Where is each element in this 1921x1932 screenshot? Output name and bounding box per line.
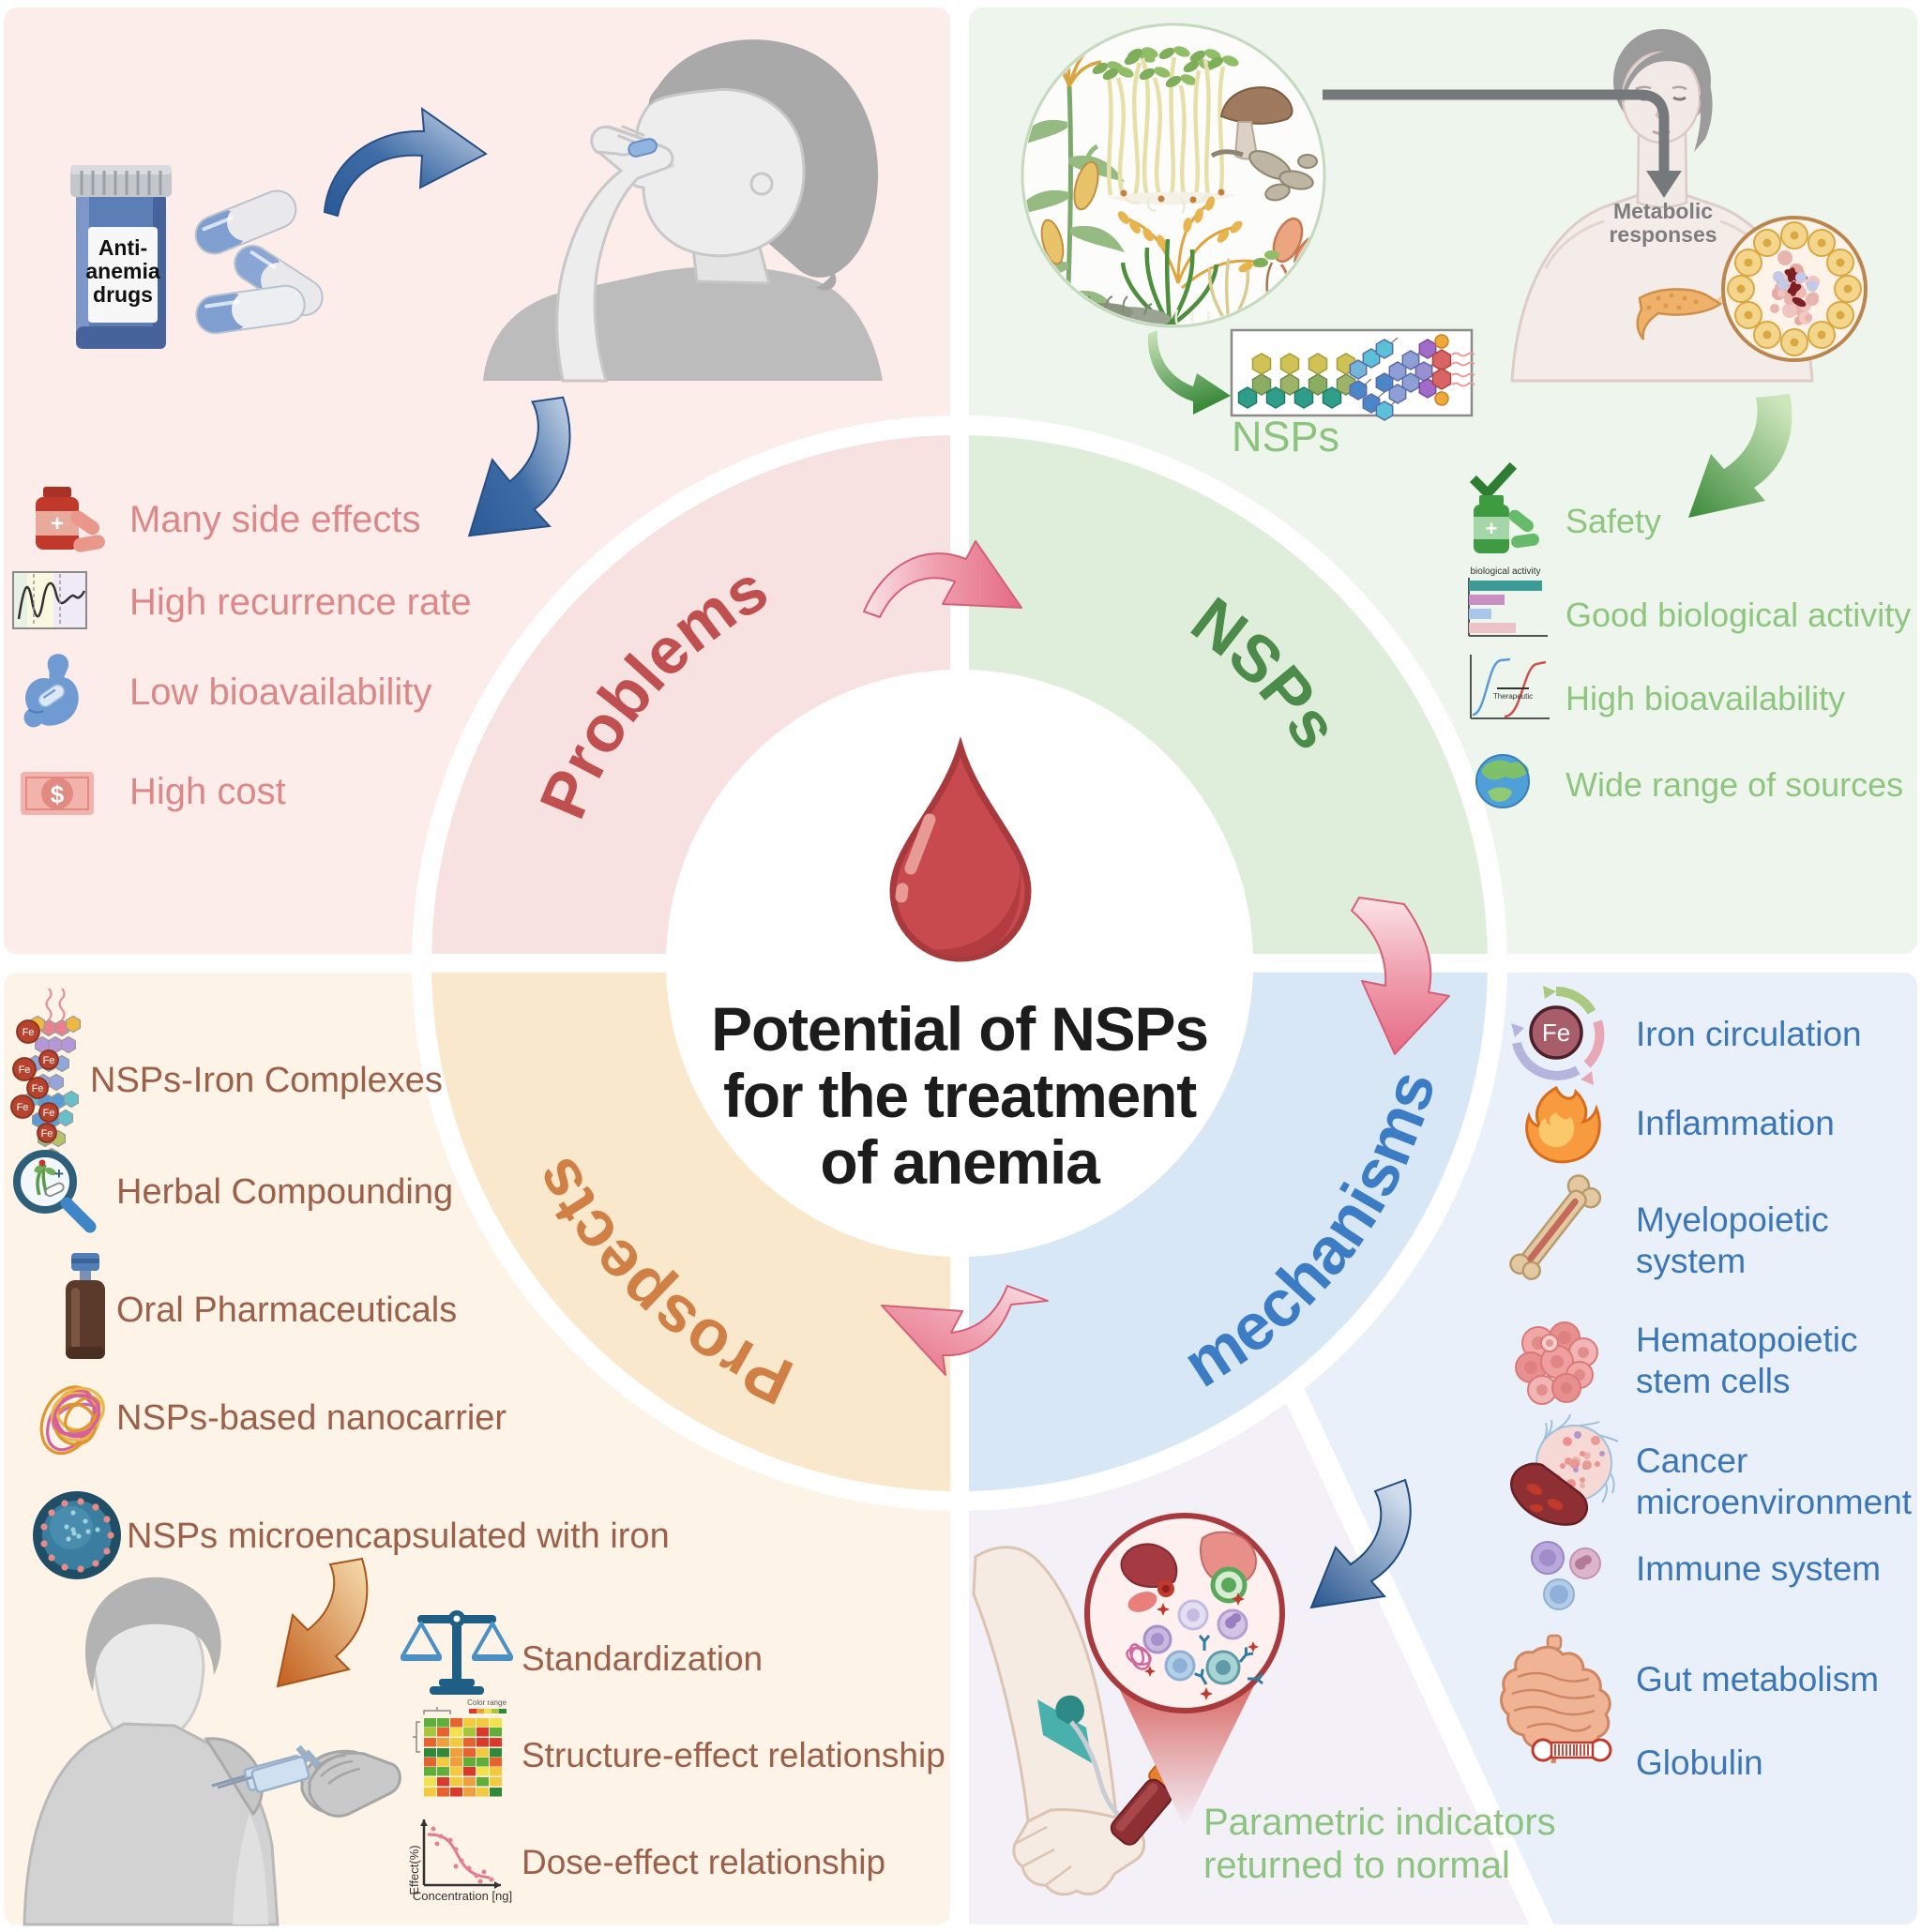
svg-text:Oral Pharmaceuticals: Oral Pharmaceuticals	[116, 1291, 457, 1330]
svg-text:NSPs microencapsulated with ir: NSPs microencapsulated with iron	[127, 1517, 670, 1556]
svg-text:High bioavailability: High bioavailability	[1566, 679, 1845, 717]
svg-text:NSPs-Iron Complexes: NSPs-Iron Complexes	[90, 1061, 443, 1100]
svg-text:Metabolic: Metabolic	[1613, 199, 1713, 223]
svg-text:Many side effects: Many side effects	[129, 499, 421, 540]
svg-text:responses: responses	[1609, 222, 1717, 247]
svg-text:Hematopoietic: Hematopoietic	[1636, 1321, 1858, 1359]
svg-text:+: +	[1486, 517, 1498, 540]
svg-text:+: +	[51, 511, 64, 536]
svg-text:NSPs: NSPs	[1232, 413, 1339, 460]
svg-text:stem cells: stem cells	[1636, 1362, 1790, 1400]
svg-text:Cancer: Cancer	[1636, 1441, 1747, 1480]
svg-text:Fe: Fe	[43, 1055, 55, 1066]
svg-text:High cost: High cost	[129, 771, 286, 812]
svg-text:Dose-effect relationship: Dose-effect relationship	[522, 1843, 885, 1881]
svg-text:Effect(%): Effect(%)	[407, 1845, 421, 1894]
svg-text:Anti-: Anti-	[98, 235, 147, 260]
svg-text:Myelopoietic: Myelopoietic	[1636, 1200, 1829, 1239]
svg-text:biological activity: biological activity	[1470, 566, 1540, 577]
svg-text:NSPs-based nanocarrier: NSPs-based nanocarrier	[116, 1398, 507, 1438]
svg-text:Fe: Fe	[43, 1108, 55, 1119]
svg-text:Wide range of sources: Wide range of sources	[1566, 765, 1903, 804]
svg-text:Fe: Fe	[17, 1102, 29, 1113]
svg-text:High recurrence rate: High recurrence rate	[129, 581, 472, 623]
svg-text:Herbal Compounding: Herbal Compounding	[116, 1172, 453, 1212]
svg-text:Therapeutic: Therapeutic	[1493, 692, 1533, 701]
svg-text:Fe: Fe	[41, 1128, 53, 1140]
svg-text:drugs: drugs	[93, 282, 153, 307]
svg-text:returned to normal: returned to normal	[1203, 1845, 1510, 1886]
svg-text:Standardization: Standardization	[522, 1639, 763, 1678]
svg-text:Fe: Fe	[32, 1083, 44, 1094]
svg-text:Iron circulation: Iron circulation	[1636, 1015, 1862, 1053]
svg-text:Fe: Fe	[23, 1027, 35, 1038]
svg-text:of anemia: of anemia	[820, 1127, 1101, 1197]
svg-text:Low bioavailability: Low bioavailability	[129, 672, 431, 713]
svg-text:Structure-effect relationship: Structure-effect relationship	[522, 1736, 945, 1774]
svg-text:anemia: anemia	[85, 259, 159, 283]
svg-text:Safety: Safety	[1566, 502, 1661, 540]
svg-text:system: system	[1636, 1242, 1746, 1280]
svg-text:Immune system: Immune system	[1636, 1549, 1881, 1588]
svg-text:Color range: Color range	[467, 1698, 507, 1707]
svg-text:for the treatment: for the treatment	[723, 1061, 1197, 1130]
svg-text:+: +	[54, 1165, 64, 1183]
svg-text:Globulin: Globulin	[1636, 1743, 1763, 1782]
svg-text:Parametric indicators: Parametric indicators	[1203, 1802, 1556, 1843]
svg-text:Fe: Fe	[1542, 1019, 1570, 1047]
svg-text:Concentration [ng]: Concentration [ng]	[413, 1889, 512, 1903]
svg-text:Inflammation: Inflammation	[1636, 1104, 1835, 1142]
svg-text:Good biological activity: Good biological activity	[1566, 596, 1911, 634]
svg-text:Gut metabolism: Gut metabolism	[1636, 1660, 1879, 1698]
svg-text:Potential of NSPs: Potential of NSPs	[711, 994, 1208, 1064]
svg-text:microenvironment: microenvironment	[1636, 1483, 1913, 1521]
svg-text:Fe: Fe	[19, 1064, 31, 1076]
svg-text:$: $	[51, 780, 65, 808]
